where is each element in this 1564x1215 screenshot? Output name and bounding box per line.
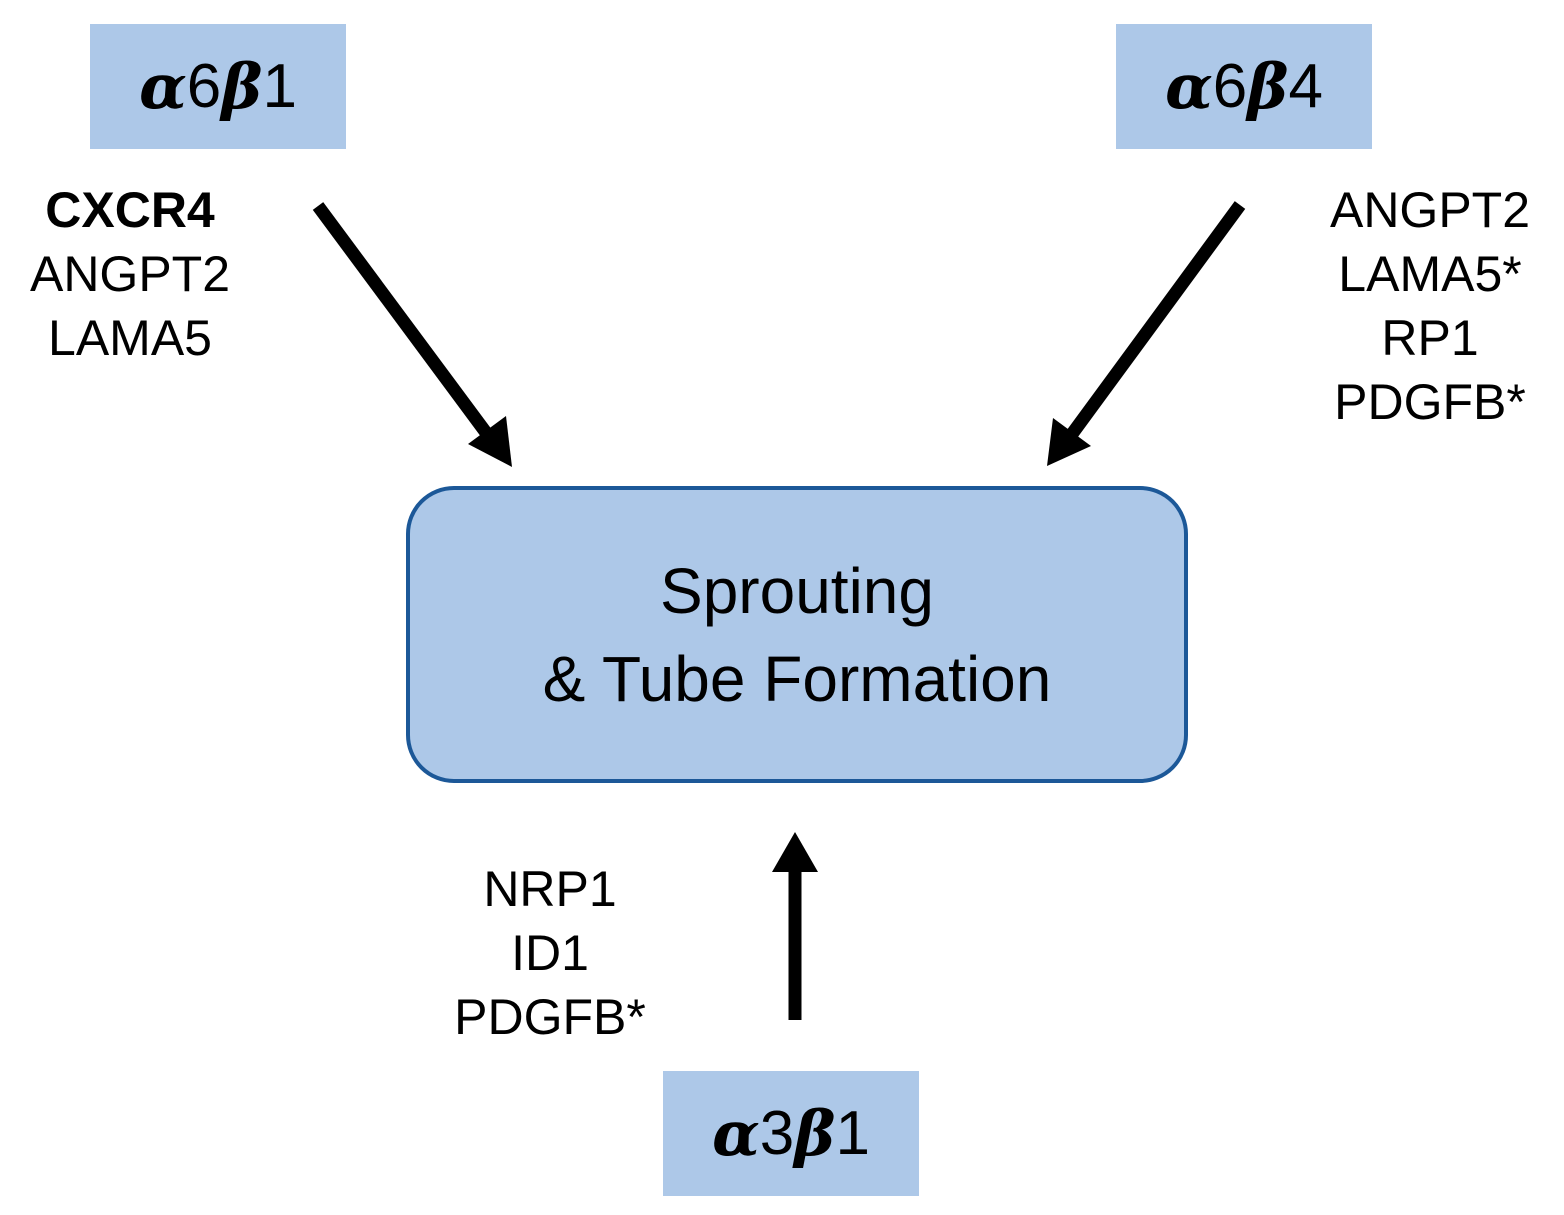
beta-symbol: β [1247,49,1289,123]
gene-item: CXCR4 [45,182,215,238]
process-title-line2: & Tube Formation [542,642,1052,715]
alpha-number: 6 [1212,51,1248,121]
alpha-symbol: α [712,1096,760,1170]
gene-item: ANGPT2 [1329,182,1531,238]
alpha-number: 6 [186,51,222,121]
arrow-a6b1-to-process [312,202,512,467]
gene-item: RP1 [1381,310,1479,366]
gene-item: NRP1 [483,861,617,917]
gene-list-a3b1: NRP1 ID1 PDGFB* [430,857,670,1049]
beta-number: 4 [1288,51,1323,121]
arrow-a3b1-to-process [772,832,818,1020]
beta-symbol: β [794,1096,836,1170]
process-title-line1: Sprouting [660,554,934,627]
alpha-symbol: α [1165,49,1213,123]
process-box: Sprouting & Tube Formation [406,486,1188,783]
alpha-symbol: α [139,49,187,123]
beta-number: 1 [835,1098,870,1168]
gene-item: PDGFB* [1334,374,1526,430]
gene-item: PDGFB* [454,989,646,1045]
gene-item: LAMA5 [48,310,212,366]
alpha-number: 3 [759,1098,795,1168]
arrow-a6b4-to-process [1047,201,1246,466]
gene-list-a6b4: ANGPT2 LAMA5* RP1 PDGFB* [1306,178,1554,434]
gene-item: ID1 [511,925,589,981]
beta-symbol: β [221,49,263,123]
gene-list-a6b1: CXCR4 ANGPT2 LAMA5 [10,178,250,370]
beta-number: 1 [262,51,297,121]
gene-item: ANGPT2 [29,246,231,302]
gene-item: LAMA5* [1338,246,1522,302]
